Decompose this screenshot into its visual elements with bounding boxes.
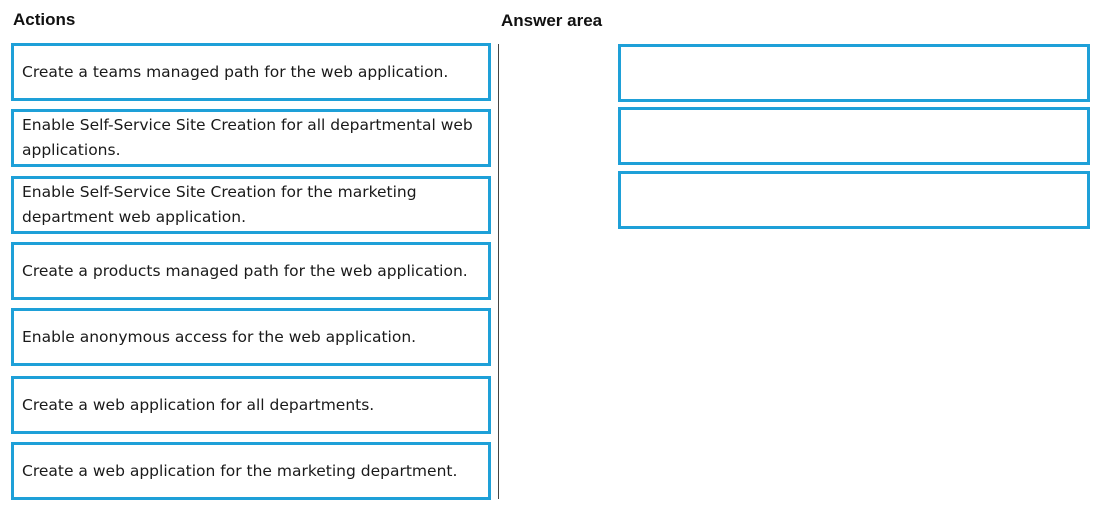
action-item-web-app-all-departments[interactable]: Create a web application for all departm… (11, 376, 491, 434)
column-divider (498, 44, 499, 499)
answer-slot-2[interactable] (618, 107, 1090, 165)
action-item-enable-sssc-all-departments[interactable]: Enable Self-Service Site Creation for al… (11, 109, 491, 167)
actions-list: Create a teams managed path for the web … (0, 0, 491, 510)
answer-slot-3[interactable] (618, 171, 1090, 229)
action-item-label: Create a web application for all departm… (22, 395, 375, 414)
action-item-label: Enable Self-Service Site Creation for al… (22, 116, 473, 159)
action-item-enable-anonymous-access[interactable]: Enable anonymous access for the web appl… (11, 308, 491, 366)
action-item-products-managed-path[interactable]: Create a products managed path for the w… (11, 242, 491, 300)
action-item-label: Create a web application for the marketi… (22, 461, 458, 480)
action-item-label: Enable anonymous access for the web appl… (22, 327, 417, 346)
action-item-label: Enable Self-Service Site Creation for th… (22, 183, 417, 226)
answer-area-heading: Answer area (501, 11, 603, 30)
action-item-teams-managed-path[interactable]: Create a teams managed path for the web … (11, 43, 491, 101)
action-item-enable-sssc-marketing[interactable]: Enable Self-Service Site Creation for th… (11, 176, 491, 234)
action-item-label: Create a products managed path for the w… (22, 261, 468, 280)
actions-heading: Actions (13, 10, 76, 29)
action-item-web-app-marketing[interactable]: Create a web application for the marketi… (11, 442, 491, 500)
answer-slot-1[interactable] (618, 44, 1090, 102)
action-item-label: Create a teams managed path for the web … (22, 62, 449, 81)
